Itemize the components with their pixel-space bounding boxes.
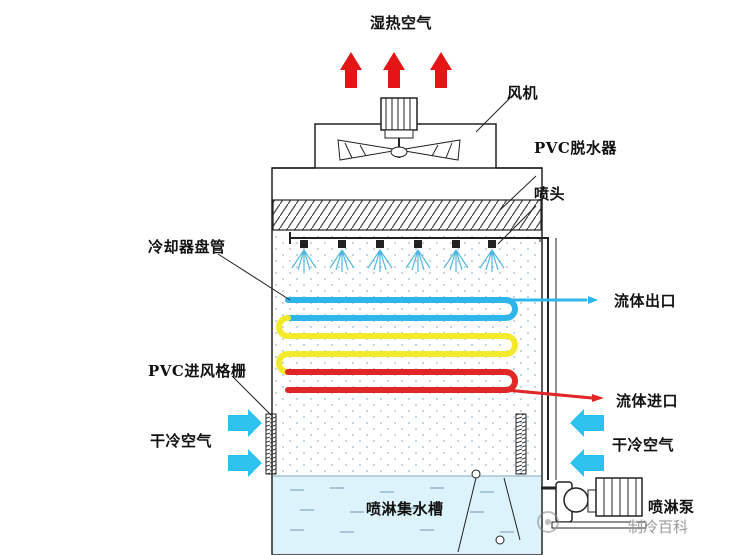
nozzle-icon <box>367 240 393 272</box>
nozzle-icon <box>479 240 505 272</box>
fluid-in-label: 流体进口 <box>616 392 679 410</box>
pvc-eliminator <box>272 199 542 231</box>
coil-label: 冷却器盘管 <box>148 238 226 256</box>
dry-air-arrows-left <box>228 409 262 477</box>
dry-air-left-label: 干冷空气 <box>150 432 213 450</box>
pump-label: 喷淋泵 <box>648 498 695 516</box>
fan-icon <box>337 97 461 161</box>
left-inlet-louver <box>265 413 277 475</box>
basin-label: 喷淋集水槽 <box>366 500 444 518</box>
coil-segment-yellow-2 <box>276 351 291 375</box>
coil-segment-yellow <box>276 315 518 357</box>
dry-air-right-label: 干冷空气 <box>612 436 675 454</box>
nozzle-icon <box>329 240 355 272</box>
fan-assembly <box>272 95 542 169</box>
dry-air-arrows-right <box>570 409 604 477</box>
fluid-out-label: 流体出口 <box>614 292 677 310</box>
pump-icon <box>541 477 647 529</box>
right-inlet-louver <box>515 413 527 475</box>
hot-air-arrows <box>340 52 452 88</box>
fan-label: 风机 <box>507 84 539 102</box>
inlet-louver-label: PVC进风格栅 <box>148 362 247 380</box>
watermark-logo <box>537 511 559 533</box>
nozzle-label: 喷头 <box>534 185 566 203</box>
water-ripples <box>290 487 514 533</box>
hot-air-arrow <box>383 52 405 88</box>
coil-inlet-line <box>504 388 594 400</box>
nozzle-icon <box>291 240 317 272</box>
fluid-in-arrow <box>592 394 604 402</box>
basin-fittings <box>457 469 521 553</box>
cooling-coil <box>276 297 594 400</box>
eliminator-label: PVC脱水器 <box>534 139 617 157</box>
hot-air-arrow <box>430 52 452 88</box>
hot-air-label: 湿热空气 <box>370 14 433 32</box>
nozzle-icon <box>443 240 469 272</box>
spray-header <box>289 205 557 480</box>
watermark-text: 制冷百科 <box>628 518 689 536</box>
hot-air-arrow <box>340 52 362 88</box>
nozzle-icon <box>405 240 431 272</box>
fluid-out-arrow <box>588 296 598 304</box>
